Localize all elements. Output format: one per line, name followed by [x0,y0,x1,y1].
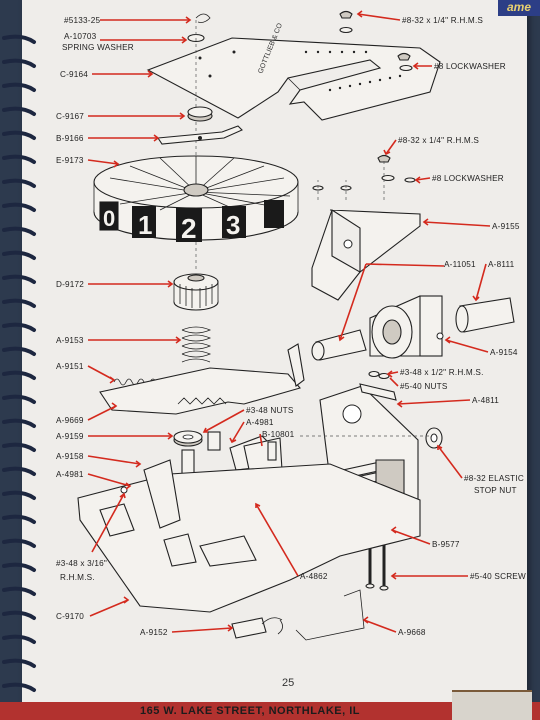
label-a-9668: A-9668 [398,628,426,637]
label-a-9155: A-9155 [492,222,520,231]
label-a-4981-left: A-4981 [56,470,84,479]
label-e-9173: E-9173 [56,156,84,165]
label-rhms-8-32-top: #8-32 x 1/4" R.H.M.S [402,16,483,25]
label-a-11051: A-11051 [444,260,476,269]
label-rhms-3-48-half: #3-48 x 1/2" R.H.M.S. [400,368,484,377]
clip-part [195,13,211,23]
label-b-10801: B-10801 [262,430,295,439]
label-a-9154: A-9154 [490,348,518,357]
label-a-9153: A-9153 [56,336,84,345]
label-rhms-3-48-a: #3-48 x 3/16" [56,559,107,568]
slide-plate-part [99,367,301,415]
label-c-9170: C-9170 [56,612,84,621]
manual-page [22,0,527,705]
label-a-4811: A-4811 [472,396,499,405]
label-b-9166: B-9166 [56,134,84,143]
spring-part [181,326,212,363]
solenoid-part [369,295,444,359]
label-elastic-b: STOP NUT [474,486,517,495]
reel-symbol: 0 [103,206,115,231]
label-spring-washer: SPRING WASHER [62,43,134,52]
label-a-9159: A-9159 [56,432,84,441]
bottom-strip-text: 165 W. LAKE STREET, NORTHLAKE, IL [140,705,361,717]
label-a-9158: A-9158 [56,452,84,461]
bottom-right-card [452,690,532,720]
reel-symbol: 3 [226,210,240,240]
label-rhms-3-48-b: R.H.M.S. [60,573,95,582]
reel-symbol: 2 [181,213,197,244]
label-rhms-8-32-mid: #8-32 x 1/4" R.H.M.S [398,136,479,145]
gear-hub-part [173,273,219,311]
label-a-4981-center: A-4981 [246,418,274,427]
bracket-part [329,209,421,274]
label-a-9669: A-9669 [56,416,84,425]
label-a-9152: A-9152 [140,628,168,637]
label-elastic-a: #8-32 ELASTIC [464,474,524,483]
label-5133-25: #5133-25 [64,16,100,25]
label-b-9577: B-9577 [432,540,460,549]
label-nuts-3-48: #3-48 NUTS [246,406,294,415]
label-a-9151: A-9151 [56,362,84,371]
label-lockwasher-mid: #8 LOCKWASHER [432,174,504,183]
label-a-10703: A-10703 [64,32,97,41]
page-number: 25 [282,677,294,689]
reel-drum-part: 0 1 2 3 [93,155,299,244]
label-screw-5-40: #5-40 SCREW [470,572,526,581]
label-lockwasher-top: #8 LOCKWASHER [434,62,506,71]
reel-symbol: 1 [138,210,152,240]
label-a-4862: A-4862 [300,572,328,581]
label-d-9172: D-9172 [56,280,84,289]
label-c-9164: C-9164 [60,70,88,79]
label-nuts-5-40: #5-40 NUTS [400,382,448,391]
top-plate-part [146,37,441,121]
bottom-strip: 165 W. LAKE STREET, NORTHLAKE, IL [0,702,540,720]
label-c-9167: C-9167 [56,112,84,121]
spiral-binding [2,34,36,692]
corner-title: ame [498,0,540,16]
label-a-8111: A-8111 [488,260,515,269]
